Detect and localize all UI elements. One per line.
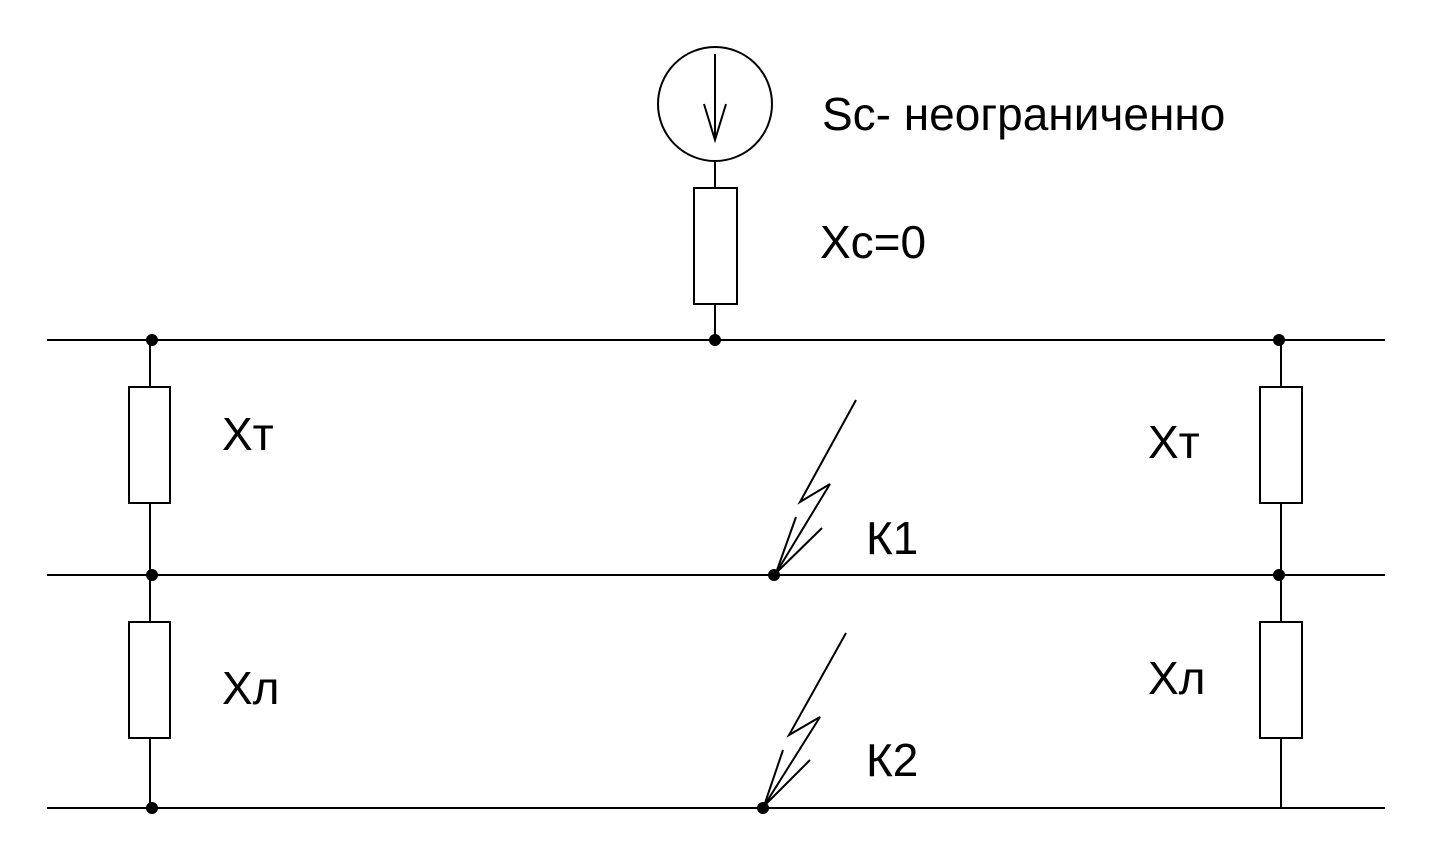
fault-k1-label: К1 (866, 512, 918, 564)
source-reactance-resistor (693, 187, 738, 305)
fault-k2-label: К2 (866, 734, 918, 786)
fault-k2-node (757, 802, 769, 814)
source-label: Sc- неограниченно (822, 88, 1225, 140)
right-line-resistor (1259, 621, 1303, 739)
junction-node (1273, 334, 1285, 346)
junction-node (146, 569, 158, 581)
junction-node (709, 334, 721, 346)
source-reactance-label: Xc=0 (820, 216, 926, 268)
right-line-label: Xл (1148, 652, 1206, 704)
left-transformer-resistor (128, 386, 171, 504)
fault-k1-node (768, 569, 780, 581)
junction-node (146, 802, 158, 814)
fault-k1-lightning-icon (775, 399, 857, 574)
current-source-icon (657, 46, 773, 162)
right-transformer-label: Xт (1148, 416, 1200, 468)
right-transformer-resistor (1259, 386, 1303, 504)
junction-node (146, 334, 158, 346)
left-line-resistor (128, 621, 171, 739)
fault-k2-lightning-icon (763, 632, 847, 807)
left-line-label: Xл (222, 662, 280, 714)
junction-node (1273, 569, 1285, 581)
left-transformer-label: Xт (222, 408, 274, 460)
